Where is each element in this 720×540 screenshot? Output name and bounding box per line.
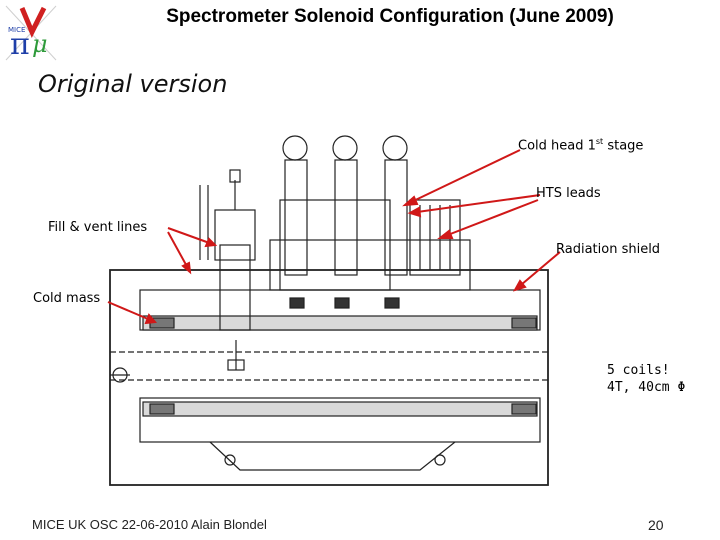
callout-cold-head: Cold head 1st stage <box>518 137 643 153</box>
callout-cold-head-suffix: stage <box>603 138 644 154</box>
callout-cold-head-sup: st <box>595 137 604 146</box>
page-number: 20 <box>648 517 664 533</box>
svg-text:π: π <box>10 27 30 62</box>
coils-note-line1: 5 coils! <box>607 363 670 378</box>
slide-footer: MICE UK OSC 22-06-2010 Alain Blondel <box>32 517 267 532</box>
slide-subtitle: Original version <box>38 70 228 98</box>
coils-note-line2: 4T, 40cm Φ <box>607 380 686 395</box>
slide-title: Spectrometer Solenoid Configuration (Jun… <box>166 6 614 27</box>
logo-text: MICE <box>8 26 25 34</box>
callout-cold-head-prefix: Cold head 1 <box>518 138 596 154</box>
coils-note: 5 coils! 4T, 40cm Φ <box>607 362 685 396</box>
callout-cold-mass: Cold mass <box>33 291 101 306</box>
mice-logo-icon: π μ MICE <box>5 5 57 62</box>
callout-hts-leads: HTS leads <box>536 186 601 201</box>
callout-radiation-shield: Radiation shield <box>556 242 661 257</box>
callout-fill-vent-lines: Fill & vent lines <box>48 220 148 235</box>
svg-text:μ: μ <box>32 30 48 58</box>
